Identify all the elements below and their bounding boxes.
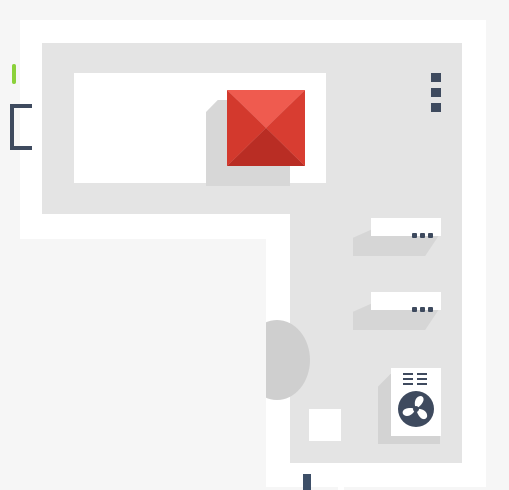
- shelf-widget: [371, 218, 441, 238]
- left-bracket-icon: [10, 104, 32, 150]
- bottom-marker: [303, 474, 311, 490]
- vertical-dots-icon[interactable]: [431, 73, 443, 113]
- overlay-panel: [20, 239, 266, 490]
- bottom-marker: [338, 474, 344, 490]
- shelf-status-dots: [409, 299, 433, 312]
- green-edge-left: [12, 64, 16, 84]
- shelf-status-dots: [409, 225, 433, 238]
- fan-card: [391, 368, 441, 436]
- fan-icon: [398, 391, 434, 427]
- small-square: [309, 409, 341, 441]
- vent-icon: [403, 373, 427, 385]
- red-pyramid-icon: [227, 90, 305, 166]
- shelf-widget: [371, 292, 441, 312]
